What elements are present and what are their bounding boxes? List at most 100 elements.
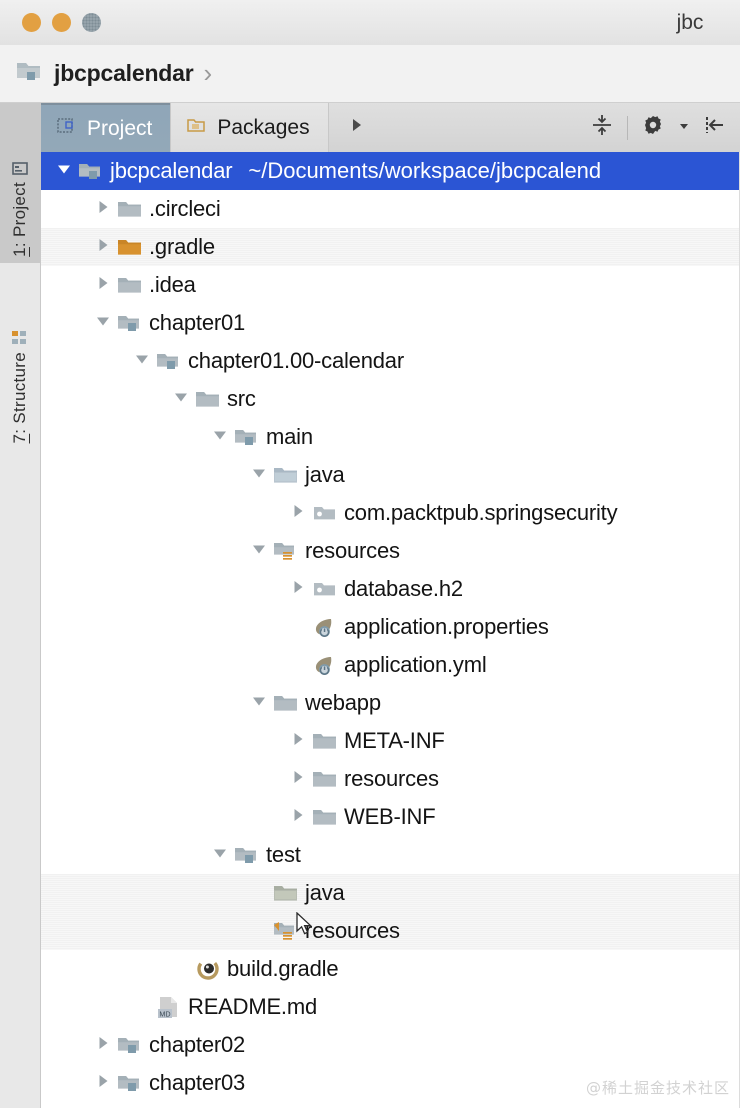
tree-row-label: application.yml [344,652,487,677]
twisty-collapsed-icon[interactable] [289,578,307,601]
tree-row-label: java [305,880,345,905]
tree-row-label: README.md [188,994,317,1019]
project-tree[interactable]: jbcpcalendar~/Documents/workspace/jbcpca… [41,152,740,1108]
twisty-collapsed-icon[interactable] [94,236,112,259]
tree-row-chapter02[interactable]: chapter02 [41,1026,740,1064]
tab-label-project: Project [87,116,153,140]
tree-twisty[interactable] [246,464,272,487]
tree-row-java[interactable]: java [41,456,740,494]
twisty-collapsed-icon[interactable] [94,274,112,297]
tab-packages[interactable]: Packages [170,103,329,152]
minimize-button[interactable] [52,13,71,32]
tree-row-label: resources [305,918,400,943]
tree-row-label: application.properties [344,614,549,639]
tree-twisty[interactable] [90,198,116,221]
tree-row-application-properties[interactable]: application.properties [41,608,740,646]
spring-boot-file-icon [311,653,341,677]
breadcrumb: jbcpcalendar › [0,45,740,103]
module-folder-icon [116,1033,146,1057]
tree-twisty[interactable] [90,312,116,335]
hide-panel-icon[interactable] [702,112,728,143]
folder-icon [116,273,146,297]
tree-row-chapter01[interactable]: chapter01 [41,304,740,342]
tool-window-button-structure[interactable]: 7: Structure [0,274,40,449]
tree-twisty[interactable] [285,502,311,525]
gradle-file-icon [194,957,224,981]
zoom-button[interactable] [82,13,101,32]
tree-row-chapter03[interactable]: chapter03 [41,1064,740,1102]
tree-row-test[interactable]: test [41,836,740,874]
tree-row-src[interactable]: src [41,380,740,418]
tree-twisty[interactable] [51,160,77,183]
tree-row-circleci[interactable]: .circleci [41,190,740,228]
twisty-expanded-icon[interactable] [250,540,268,563]
twisty-expanded-icon[interactable] [94,312,112,335]
test-resource-root-icon [272,919,302,943]
tree-row-label: .idea [149,272,196,297]
tree-twisty[interactable] [90,236,116,259]
twisty-expanded-icon[interactable] [250,692,268,715]
project-tab-icon [55,115,77,143]
traffic-lights [0,13,101,32]
twisty-collapsed-icon[interactable] [289,806,307,829]
tree-twisty[interactable] [90,1072,116,1095]
tool-window-label-structure: 7: Structure [10,351,29,443]
twisty-expanded-icon[interactable] [172,388,190,411]
tree-twisty[interactable] [246,692,272,715]
twisty-collapsed-icon[interactable] [94,198,112,221]
module-folder-icon [116,311,146,335]
tree-twisty[interactable] [207,844,233,867]
tree-twisty[interactable] [285,768,311,791]
tree-row-build-gradle[interactable]: build.gradle [41,950,740,988]
tree-row-label: META-INF [344,728,445,753]
twisty-collapsed-icon[interactable] [289,502,307,525]
tree-row-main[interactable]: main [41,418,740,456]
tree-row-webapp[interactable]: webapp [41,684,740,722]
twisty-expanded-icon[interactable] [211,844,229,867]
tree-row-chapter01-00-calendar[interactable]: chapter01.00-calendar [41,342,740,380]
tree-twisty[interactable] [285,730,311,753]
tree-twisty[interactable] [168,388,194,411]
twisty-collapsed-icon[interactable] [289,730,307,753]
tree-row-gradle[interactable]: .gradle [41,228,740,266]
tree-row-web-inf[interactable]: WEB-INF [41,798,740,836]
watermark: @稀土掘金技术社区 [585,1079,730,1097]
tree-row-idea[interactable]: .idea [41,266,740,304]
tree-row-database-h2[interactable]: database.h2 [41,570,740,608]
tab-project[interactable]: Project [41,103,171,152]
tool-window-button-project[interactable]: 1: Project [0,103,40,263]
tree-twisty[interactable] [90,1034,116,1057]
tree-row-jbcpcalendar[interactable]: jbcpcalendar~/Documents/workspace/jbcpca… [41,152,740,190]
twisty-collapsed-icon[interactable] [94,1072,112,1095]
tree-row-application-yml[interactable]: application.yml [41,646,740,684]
folder-icon [311,767,341,791]
tree-twisty[interactable] [285,578,311,601]
tree-row-resources[interactable]: resources [41,912,740,950]
expand-tabs-arrow-icon[interactable] [347,115,367,140]
twisty-expanded-icon[interactable] [133,350,151,373]
tree-row-resources[interactable]: resources [41,760,740,798]
tree-twisty[interactable] [90,274,116,297]
breadcrumb-item-project[interactable]: jbcpcalendar [16,59,194,88]
tree-row-resources[interactable]: resources [41,532,740,570]
chevron-down-icon[interactable] [678,119,690,137]
settings-gear-icon[interactable] [640,112,666,143]
tab-label-packages: Packages [217,115,310,139]
tree-row-java[interactable]: java [41,874,740,912]
tree-twisty[interactable] [246,540,272,563]
tree-row-com-packtpub-springsecurity[interactable]: com.packtpub.springsecurity [41,494,740,532]
twisty-expanded-icon[interactable] [211,426,229,449]
twisty-collapsed-icon[interactable] [94,1034,112,1057]
tree-row-meta-inf[interactable]: META-INF [41,722,740,760]
collapse-all-icon[interactable] [589,112,615,143]
twisty-expanded-icon[interactable] [250,464,268,487]
close-button[interactable] [22,13,41,32]
tree-row-label: .circleci [149,196,221,221]
twisty-expanded-icon[interactable] [55,160,73,183]
tree-twisty[interactable] [129,350,155,373]
tree-twisty[interactable] [285,806,311,829]
twisty-collapsed-icon[interactable] [289,768,307,791]
module-folder-icon [16,59,46,88]
tree-twisty[interactable] [207,426,233,449]
